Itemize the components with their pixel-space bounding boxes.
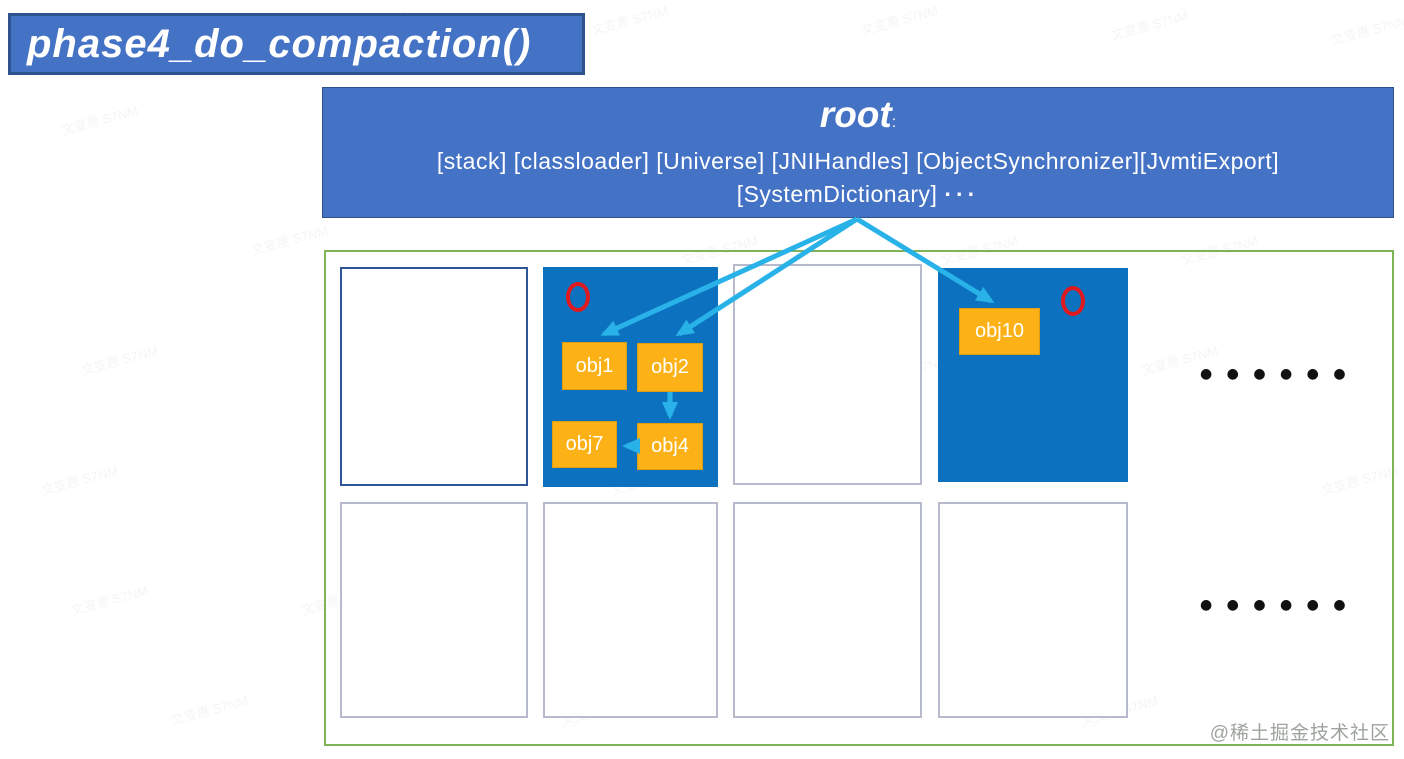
heap-region-empty-1: [340, 267, 528, 486]
object-obj10-label: obj10: [975, 320, 1024, 342]
root-title: root:: [323, 93, 1393, 145]
watermark-text: 文变惠 S7NM: [39, 460, 120, 499]
object-obj4: obj4: [637, 423, 703, 470]
watermark-text: 文变惠 S7NM: [249, 220, 330, 259]
root-title-colon: :: [891, 114, 897, 131]
heap-region-live-2: obj10: [938, 268, 1128, 482]
row1-ellipsis-dots: ● ● ● ● ● ●: [1200, 366, 1351, 382]
watermark-text: 文变惠 S7NM: [859, 0, 940, 39]
root-refs-ellipsis: ···: [944, 181, 980, 207]
heap-region-live-1: obj1 obj2 obj7 obj4: [543, 267, 718, 487]
root-title-word: root: [819, 94, 892, 135]
watermark-text: 文变惠 S7NM: [59, 100, 140, 139]
object-obj4-label: obj4: [651, 435, 689, 457]
object-obj2: obj2: [637, 343, 703, 392]
watermark-text: 文变惠 S7NM: [169, 690, 250, 729]
watermark-text: 文变惠 S7NM: [589, 0, 670, 39]
watermark-text: 文变惠 S7NM: [1329, 10, 1404, 49]
heap-region-empty-5: [733, 502, 922, 718]
heap-region-empty-3: [340, 502, 528, 718]
row2-ellipsis-dots: ● ● ● ● ● ●: [1200, 597, 1351, 613]
red-circle-marker-icon: [566, 282, 590, 312]
phase-title: phase4_do_compaction(): [8, 13, 585, 75]
object-obj1: obj1: [562, 342, 627, 390]
watermark-text: 文变惠 S7NM: [1109, 5, 1190, 44]
root-set-box: root: [stack] [classloader] [Universe] […: [322, 87, 1394, 218]
watermark-text: 文变惠 S7NM: [69, 580, 150, 619]
heap-region-empty-2: [733, 264, 922, 485]
root-refs-line2: [SystemDictionary] ···: [323, 178, 1393, 211]
object-obj10: obj10: [959, 308, 1040, 355]
phase-title-label: phase4_do_compaction(): [27, 21, 532, 66]
juejin-credit: @稀土掘金技术社区: [1209, 723, 1390, 744]
root-refs-line2-text: [SystemDictionary]: [736, 181, 938, 207]
heap-region-empty-4: [543, 502, 718, 718]
watermark-text: 文变惠 S7NM: [79, 340, 160, 379]
red-circle-marker-icon: [1061, 286, 1085, 316]
root-refs-line1: [stack] [classloader] [Universe] [JNIHan…: [436, 148, 1280, 174]
object-obj1-label: obj1: [575, 354, 614, 377]
object-obj7-label: obj7: [565, 433, 604, 455]
object-obj2-label: obj2: [651, 356, 689, 378]
heap-region-empty-6: [938, 502, 1128, 718]
object-obj7: obj7: [552, 421, 617, 468]
